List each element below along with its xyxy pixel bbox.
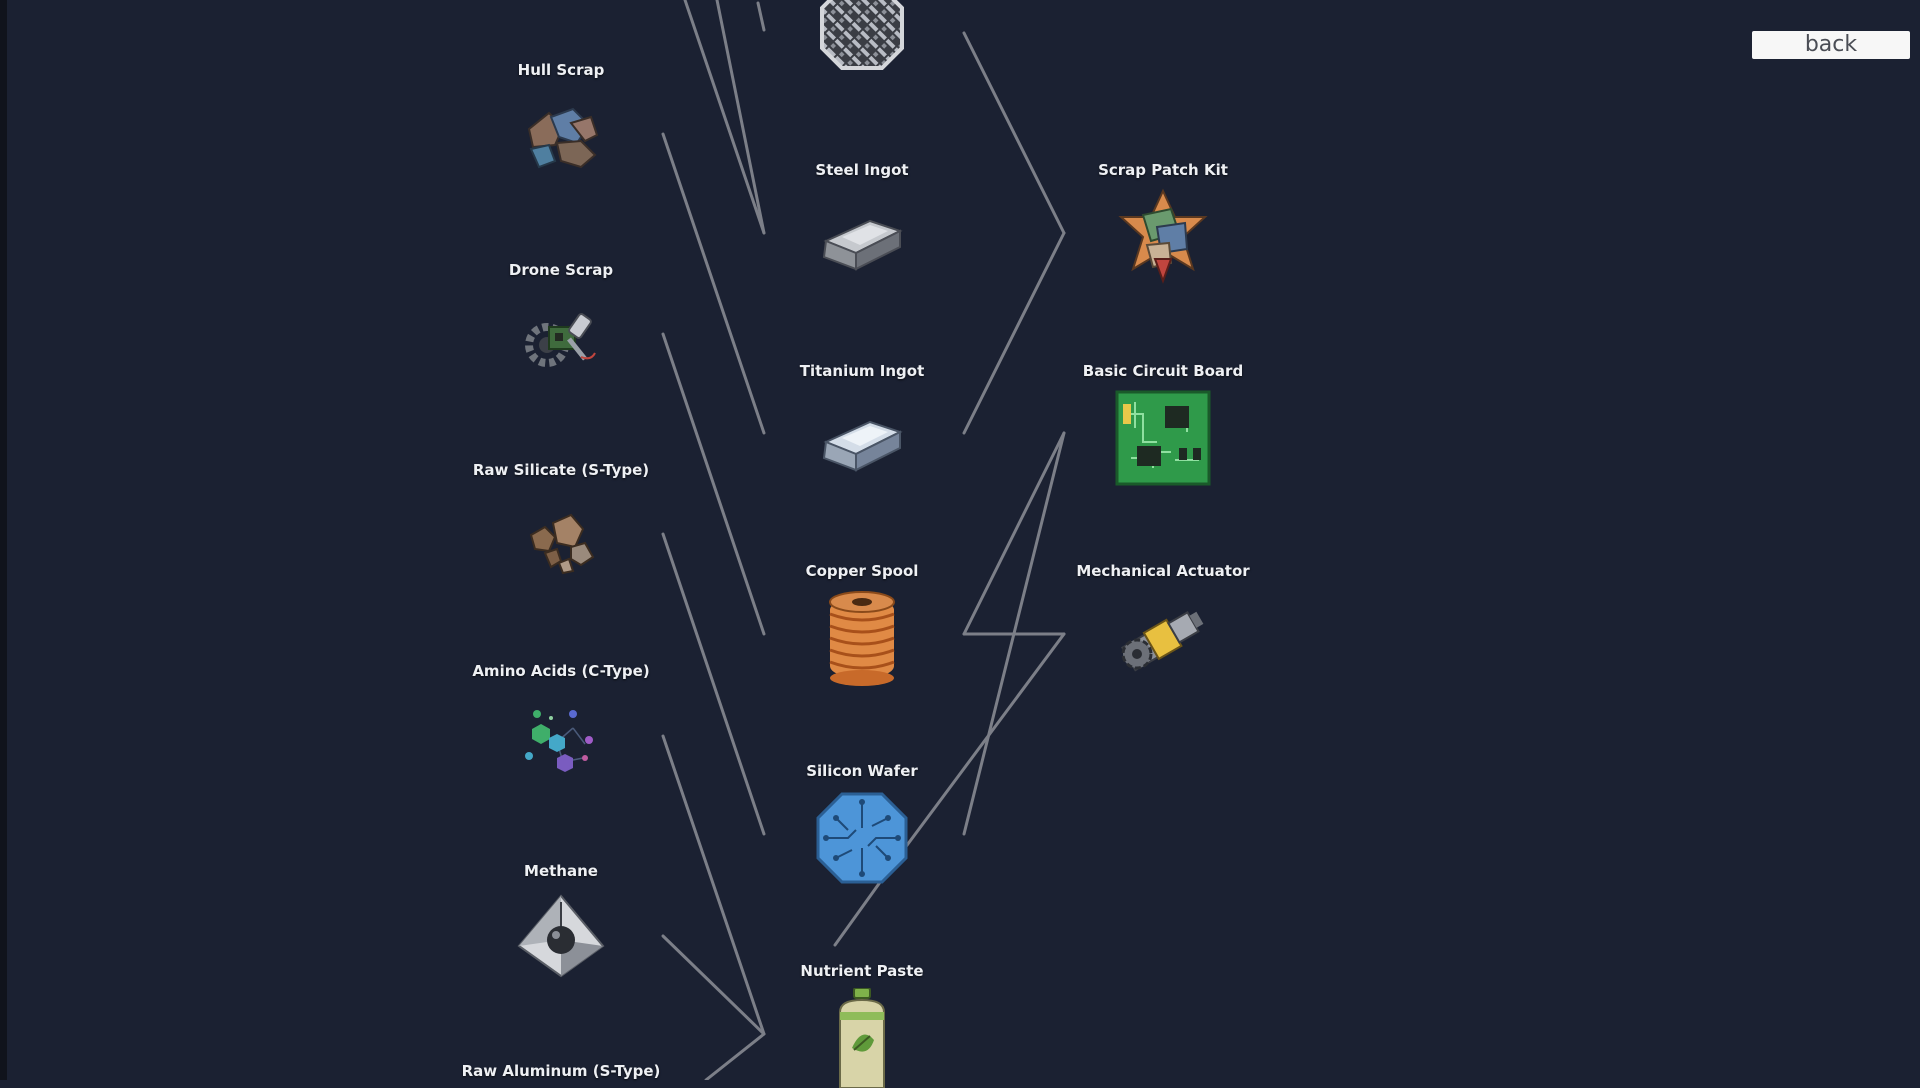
node-label: Drone Scrap xyxy=(508,261,614,279)
recipe-node-scrap-patch-kit[interactable]: Scrap Patch Kit xyxy=(1063,161,1263,287)
node-label: Raw Aluminum (S-Type) xyxy=(461,1062,661,1080)
link xyxy=(683,0,766,235)
node-label: Mechanical Actuator xyxy=(1076,562,1250,580)
hull-scrap-icon xyxy=(511,87,611,187)
methane-icon xyxy=(511,888,611,988)
recipe-node-copper-spool[interactable]: Copper Spool xyxy=(762,562,962,688)
node-label: Silicon Wafer xyxy=(806,762,918,780)
recipe-node-titanium-ingot[interactable]: Titanium Ingot xyxy=(762,362,962,488)
node-label: Titanium Ingot xyxy=(799,362,925,380)
raw-silicate-icon xyxy=(511,487,611,587)
link xyxy=(715,0,766,235)
woven-plate-icon xyxy=(812,0,912,78)
silicon-wafer-icon xyxy=(812,788,912,888)
titanium-ingot-icon xyxy=(812,388,912,488)
link xyxy=(894,632,1066,862)
node-label: Copper Spool xyxy=(805,562,919,580)
recipe-node-drone-scrap[interactable]: Drone Scrap xyxy=(461,261,661,387)
node-label: Amino Acids (C-Type) xyxy=(472,662,650,680)
link xyxy=(661,132,766,435)
node-label: Hull Scrap xyxy=(517,61,605,79)
recipe-node-nutrient-paste[interactable]: Nutrient Paste xyxy=(762,962,962,1088)
node-label: Basic Circuit Board xyxy=(1082,362,1244,380)
back-button[interactable]: back xyxy=(1752,31,1910,59)
recipe-node-amino-acids[interactable]: Amino Acids (C-Type) xyxy=(461,662,661,788)
recipe-node-steel-ingot[interactable]: Steel Ingot xyxy=(762,161,962,287)
recipe-node-silicon-wafer[interactable]: Silicon Wafer xyxy=(762,762,962,888)
steel-ingot-icon xyxy=(812,187,912,287)
link xyxy=(962,31,1066,235)
scrap-patch-kit-icon xyxy=(1113,187,1213,287)
link xyxy=(661,734,766,1036)
link xyxy=(962,231,1066,435)
link xyxy=(962,431,1066,636)
node-label: Raw Silicate (S-Type) xyxy=(472,461,650,479)
recipe-node-basic-circuit-board[interactable]: Basic Circuit Board xyxy=(1063,362,1263,488)
node-label: Nutrient Paste xyxy=(800,962,924,980)
node-label: Methane xyxy=(524,862,598,880)
copper-spool-icon xyxy=(812,588,912,688)
node-label: Scrap Patch Kit xyxy=(1098,161,1228,179)
recipe-node-methane[interactable]: Methane xyxy=(461,862,661,988)
recipe-node-mechanical-actuator[interactable]: Mechanical Actuator xyxy=(1063,562,1263,688)
link xyxy=(661,332,766,636)
recipe-node-raw-silicate[interactable]: Raw Silicate (S-Type) xyxy=(461,461,661,587)
recipe-node-raw-aluminum[interactable]: Raw Aluminum (S-Type) xyxy=(461,1062,661,1080)
link xyxy=(756,1,766,32)
link xyxy=(661,934,766,1036)
recipe-node-hull-scrap[interactable]: Hull Scrap xyxy=(461,61,661,187)
link xyxy=(661,532,766,836)
recipe-node-woven-plate[interactable] xyxy=(762,0,962,78)
basic-circuit-board-icon xyxy=(1113,388,1213,488)
nutrient-paste-icon xyxy=(812,988,912,1088)
window-edge xyxy=(0,0,7,1080)
mechanical-actuator-icon xyxy=(1113,588,1213,688)
link xyxy=(704,1032,766,1080)
drone-scrap-icon xyxy=(511,287,611,387)
node-label: Steel Ingot xyxy=(815,161,909,179)
amino-acids-icon xyxy=(511,688,611,788)
